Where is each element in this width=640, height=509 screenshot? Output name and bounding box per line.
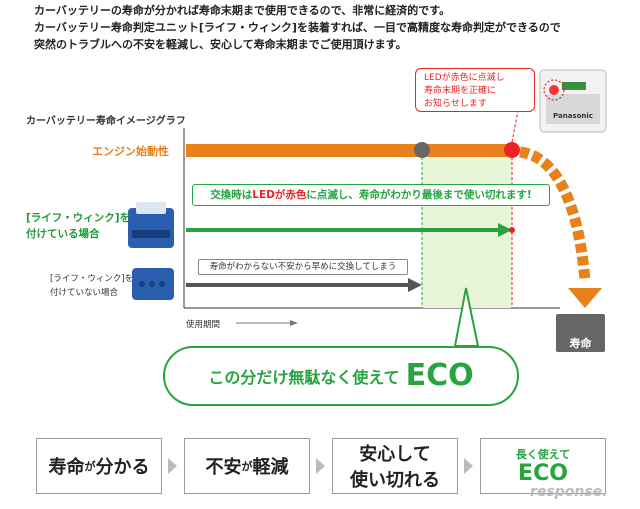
engine-gray-dot bbox=[414, 142, 430, 158]
without-arrowhead bbox=[408, 278, 422, 292]
callout-line-1: LEDが赤色に点滅し bbox=[424, 73, 505, 83]
label-with-line-1: [ライフ・ウィンク]を bbox=[26, 212, 131, 224]
engine-red-dot bbox=[504, 142, 520, 158]
intro-text: カーバッテリーの寿命が分かれば寿命末期まで使用できるので、非常に経済的です。 カ… bbox=[34, 2, 561, 53]
step-2-main1: 不安 bbox=[205, 457, 242, 478]
battery-brand-label: Panasonic bbox=[553, 112, 593, 120]
step-arrow-3 bbox=[464, 458, 473, 474]
led-callout: LEDが赤色に点滅し 寿命末期を正確に お知らせします bbox=[415, 68, 535, 112]
series-label-engine: エンジン始動性 bbox=[92, 145, 169, 158]
x-axis-label: 使用期間 bbox=[186, 320, 221, 330]
eco-bubble-text: この分だけ無駄なく使えて bbox=[208, 368, 400, 387]
step-arrow-1 bbox=[168, 458, 177, 474]
with-end-dot bbox=[509, 227, 515, 233]
step-3: 安心して 使い切れる bbox=[332, 438, 458, 494]
callout-line-2: 寿命末期を正確に bbox=[424, 86, 497, 96]
step-arrow-2 bbox=[316, 458, 325, 474]
intro-line-3: 突然のトラブルへの不安を軽減し、安心して寿命末期までご使用頂けます。 bbox=[34, 38, 407, 51]
series-label-with: [ライフ・ウィンク]を 付けている場合 bbox=[26, 210, 130, 242]
label-without-line-2: 付けていない場合 bbox=[50, 288, 119, 298]
callout-line-3: お知らせします bbox=[424, 99, 487, 109]
lifewink-battery-icon bbox=[128, 202, 174, 248]
plain-battery-icon bbox=[132, 268, 174, 300]
with-annotation-led: LEDが赤色 bbox=[252, 189, 307, 201]
step-3-line1: 安心して bbox=[359, 444, 431, 465]
step-4: 長く使えて ECO bbox=[480, 438, 606, 494]
label-without-line-1: [ライフ・ウィンク]を bbox=[50, 274, 134, 284]
with-arrowhead bbox=[498, 223, 512, 237]
step-1-main2: 分かる bbox=[95, 457, 150, 478]
intro-line-1: カーバッテリーの寿命が分かれば寿命末期まで使用できるので、非常に経済的です。 bbox=[34, 4, 451, 17]
battery-photo-icon bbox=[539, 69, 607, 133]
led-highlight bbox=[543, 79, 565, 101]
intro-line-2: カーバッテリー寿命判定ユニット[ライフ・ウィンク]を装着すれば、一目で高精度な寿… bbox=[34, 21, 561, 34]
watermark: response. bbox=[530, 484, 608, 500]
step-4-line2: ECO bbox=[518, 461, 568, 486]
step-2-small: が bbox=[241, 460, 253, 473]
series-label-without: [ライフ・ウィンク]を 付けていない場合 bbox=[50, 272, 133, 300]
step-1-main1: 寿命 bbox=[48, 457, 85, 478]
engine-decline-arrowhead bbox=[568, 288, 602, 308]
step-1-small: が bbox=[84, 460, 96, 473]
dead-battery-box bbox=[556, 314, 605, 352]
chart-title: カーバッテリー寿命イメージグラフ bbox=[26, 116, 186, 127]
step-2-main2: 軽減 bbox=[252, 457, 289, 478]
eco-bubble-big: ECO bbox=[405, 358, 474, 393]
step-3-line2: 使い切れる bbox=[350, 470, 440, 491]
eco-bubble: この分だけ無駄なく使えて ECO bbox=[163, 346, 519, 406]
with-annotation-post: に点滅し、寿命がわかり最後まで使い切れます! bbox=[306, 189, 532, 201]
step-2: 不安が軽減 bbox=[184, 438, 310, 494]
label-with-line-2: 付けている場合 bbox=[26, 228, 100, 240]
engine-decline-curve bbox=[518, 146, 591, 281]
with-annotation-pre: 交換時は bbox=[210, 189, 253, 201]
without-annotation: 寿命がわからない不安から早めに交換してしまう bbox=[198, 259, 408, 275]
step-4-line1: 長く使えて bbox=[515, 448, 571, 461]
life-end-label: 寿命 bbox=[569, 337, 592, 350]
engine-bar bbox=[186, 144, 512, 157]
step-1: 寿命が分かる bbox=[36, 438, 162, 494]
usage-arrowhead bbox=[290, 320, 298, 326]
with-annotation: 交換時はLEDが赤色に点滅し、寿命がわかり最後まで使い切れます! bbox=[192, 184, 550, 206]
